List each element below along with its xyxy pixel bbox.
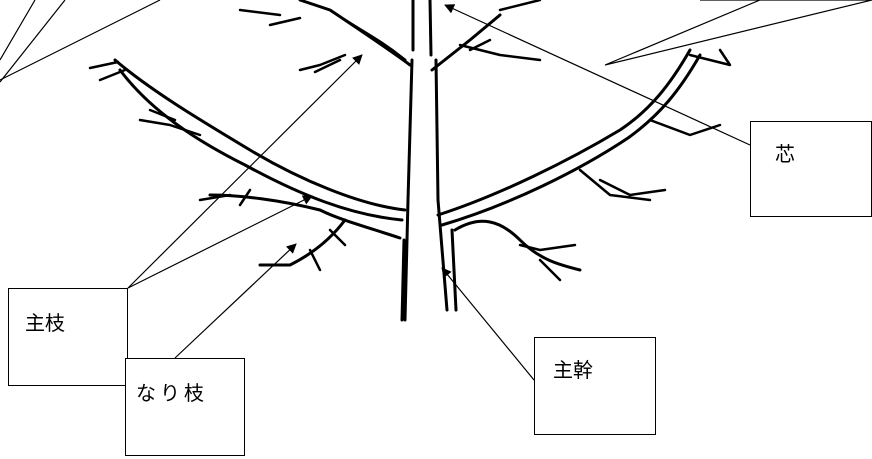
callout-lines: [0, 0, 872, 381]
lower-left-branch: [208, 193, 402, 267]
tree-illustration: [88, 0, 732, 322]
lower-right-branch: [453, 219, 582, 272]
lower-right-twigs: [518, 243, 577, 282]
main-trunk-label: 主幹: [553, 358, 593, 382]
upper-left-branch: [298, 0, 412, 67]
fruiting-branch-pointer: [174, 243, 297, 359]
main-branch-pointer-lower: [127, 195, 313, 289]
leader-label: 芯: [775, 142, 795, 166]
left-main-branch: [113, 58, 407, 222]
leader-label-box: 芯: [750, 121, 872, 217]
fruiting-branch-label: なり枝: [136, 381, 208, 405]
trunk: [400, 58, 458, 322]
main-branch-pointer-upper: [127, 54, 363, 289]
main-trunk-label-box: 主幹: [534, 337, 656, 435]
top-right-callout: [604, 0, 872, 66]
left-main-twigs: [88, 60, 202, 137]
upper-right-twigs: [458, 0, 542, 62]
right-main-branch: [436, 48, 702, 227]
top-left-callout-2: [0, 0, 161, 81]
top-left-callout: [0, 0, 66, 83]
fruiting-branch-label-box: なり枝: [125, 358, 245, 456]
upper-left-twigs: [238, 8, 347, 74]
main-trunk-pointer: [441, 267, 535, 381]
right-main-twigs: [578, 48, 732, 202]
leader-stem: [411, 0, 502, 72]
main-branch-label: 主枝: [25, 311, 65, 335]
leader-pointer: [444, 4, 751, 146]
main-branch-label-box: 主枝: [8, 288, 128, 386]
lower-left-twigs: [198, 188, 347, 272]
